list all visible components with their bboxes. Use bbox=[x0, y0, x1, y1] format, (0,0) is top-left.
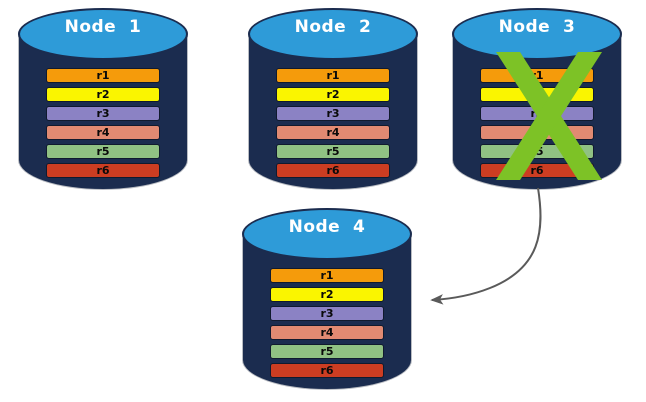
row-bar-r5: r5 bbox=[46, 144, 160, 159]
row-bar-r4: r4 bbox=[480, 125, 594, 140]
node-2[interactable]: r1 r2 r3 r4 r5 r6 Node 2 bbox=[248, 8, 418, 190]
node-2-rows: r1 r2 r3 r4 r5 r6 bbox=[276, 68, 390, 178]
row-bar-r1: r1 bbox=[46, 68, 160, 83]
node-1-top bbox=[18, 8, 188, 60]
row-bar-r4: r4 bbox=[46, 125, 160, 140]
node-4-rows: r1 r2 r3 r4 r5 r6 bbox=[270, 268, 384, 378]
node-3[interactable]: r1 r2 r3 r4 r5 r6 Node 3 bbox=[452, 8, 622, 190]
row-bar-r4: r4 bbox=[270, 325, 384, 340]
row-bar-r5: r5 bbox=[270, 344, 384, 359]
row-bar-r2: r2 bbox=[276, 87, 390, 102]
row-bar-r2: r2 bbox=[46, 87, 160, 102]
node-4[interactable]: r1 r2 r3 r4 r5 r6 Node 4 bbox=[242, 208, 412, 390]
node-1[interactable]: r1 r2 r3 r4 r5 r6 Node 1 bbox=[18, 8, 188, 190]
node-3-rows: r1 r2 r3 r4 r5 r6 bbox=[480, 68, 594, 178]
node-1-rows: r1 r2 r3 r4 r5 r6 bbox=[46, 68, 160, 178]
row-bar-r3: r3 bbox=[270, 306, 384, 321]
row-bar-r3: r3 bbox=[46, 106, 160, 121]
node-3-label: Node 3 bbox=[498, 17, 576, 37]
node-2-label: Node 2 bbox=[294, 17, 372, 37]
row-bar-r1: r1 bbox=[480, 68, 594, 83]
row-bar-r6: r6 bbox=[46, 163, 160, 178]
replication-arrow-path bbox=[430, 187, 542, 305]
row-bar-r3: r3 bbox=[480, 106, 594, 121]
node-4-top bbox=[242, 208, 412, 260]
row-bar-r6: r6 bbox=[480, 163, 594, 178]
row-bar-r2: r2 bbox=[270, 287, 384, 302]
row-bar-r6: r6 bbox=[276, 163, 390, 178]
row-bar-r5: r5 bbox=[480, 144, 594, 159]
row-bar-r5: r5 bbox=[276, 144, 390, 159]
node-4-label: Node 4 bbox=[288, 217, 366, 237]
row-bar-r1: r1 bbox=[270, 268, 384, 283]
row-bar-r4: r4 bbox=[276, 125, 390, 140]
row-bar-r6: r6 bbox=[270, 363, 384, 378]
node-2-top bbox=[248, 8, 418, 60]
row-bar-r3: r3 bbox=[276, 106, 390, 121]
row-bar-r1: r1 bbox=[276, 68, 390, 83]
row-bar-r2: r2 bbox=[480, 87, 594, 102]
node-1-label: Node 1 bbox=[64, 17, 142, 37]
